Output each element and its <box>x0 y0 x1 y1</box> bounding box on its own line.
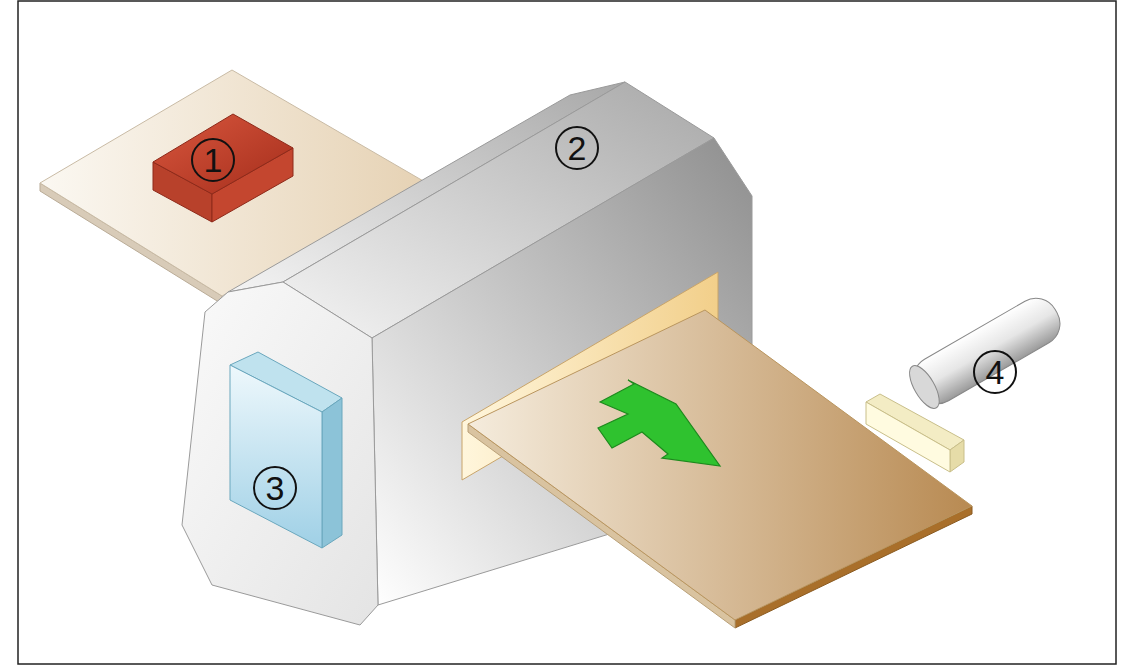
reject-pusher <box>866 290 1068 472</box>
callout-number: 3 <box>253 466 297 510</box>
callout-text: 1 <box>204 143 223 177</box>
callout-number: 2 <box>555 126 599 170</box>
callout-text: 3 <box>266 471 285 505</box>
callout-text: 4 <box>986 355 1005 389</box>
callout-number: 4 <box>973 350 1017 394</box>
callout-text: 2 <box>568 131 587 165</box>
product-box <box>153 114 293 222</box>
output-plate <box>468 310 972 628</box>
direction-arrow <box>598 380 720 466</box>
frame <box>18 1 1116 664</box>
display-window <box>230 352 342 548</box>
callout-number: 1 <box>191 138 235 182</box>
